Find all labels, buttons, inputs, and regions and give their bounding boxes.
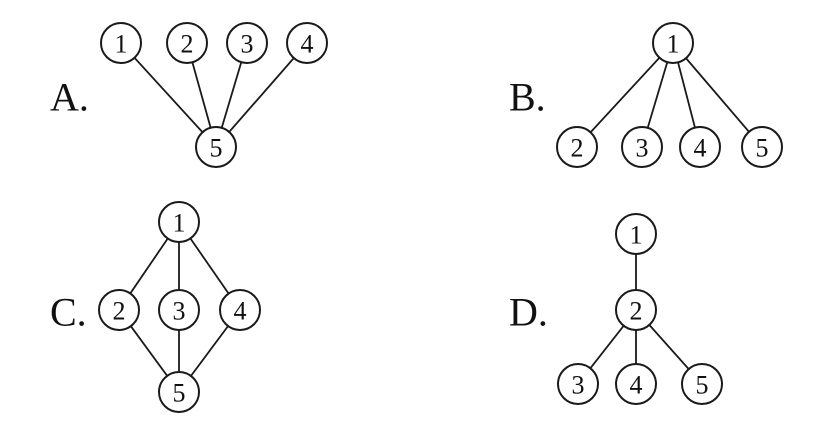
node-circle-d-3 [557, 363, 599, 405]
node-circle-d-4 [615, 363, 657, 405]
node-d-4: 4 [615, 363, 657, 405]
node-label-b-4: 4 [694, 134, 707, 163]
node-circle-b-4 [679, 126, 721, 168]
node-circle-a-1 [100, 22, 142, 64]
node-circle-b-2 [556, 126, 598, 168]
node-d-5: 5 [681, 363, 723, 405]
node-label-b-5: 5 [756, 134, 769, 163]
node-circle-c-2 [98, 289, 140, 331]
node-c-1: 1 [158, 201, 200, 243]
edge-b-1-5 [672, 42, 763, 148]
edge-a-1-5 [120, 42, 217, 148]
node-label-a-1: 1 [115, 30, 128, 59]
node-circle-d-1 [615, 213, 657, 255]
node-label-c-2: 2 [113, 297, 126, 326]
node-circle-b-1 [652, 22, 694, 64]
node-circle-c-3 [158, 289, 200, 331]
node-label-a-3: 3 [241, 30, 254, 59]
node-d-1: 1 [615, 213, 657, 255]
node-b-4: 4 [679, 126, 721, 168]
edge-a-4-5 [215, 42, 308, 148]
node-c-2: 2 [98, 289, 140, 331]
node-label-d-5: 5 [696, 371, 709, 400]
option-label-d: D. [509, 290, 548, 335]
node-circle-d-2 [615, 289, 657, 331]
node-circle-a-3 [226, 22, 268, 64]
node-label-d-2: 2 [630, 297, 643, 326]
node-b-3: 3 [621, 126, 663, 168]
node-a-2: 2 [166, 22, 208, 64]
node-circle-a-4 [286, 22, 328, 64]
node-circle-d-5 [681, 363, 723, 405]
node-label-c-5: 5 [173, 379, 186, 408]
node-label-a-4: 4 [301, 30, 314, 59]
node-circle-c-5 [158, 371, 200, 413]
node-label-b-2: 2 [571, 134, 584, 163]
node-a-4: 4 [286, 22, 328, 64]
node-c-3: 3 [158, 289, 200, 331]
node-c-4: 4 [219, 289, 261, 331]
node-circle-b-5 [741, 126, 783, 168]
node-label-b-3: 3 [636, 134, 649, 163]
node-c-5: 5 [158, 371, 200, 413]
option-label-a: A. [50, 75, 89, 120]
option-label-b: B. [509, 75, 546, 120]
node-d-2: 2 [615, 289, 657, 331]
node-circle-a-2 [166, 22, 208, 64]
node-a-3: 3 [226, 22, 268, 64]
node-label-c-3: 3 [173, 297, 186, 326]
node-label-b-1: 1 [667, 30, 680, 59]
node-label-c-1: 1 [173, 209, 186, 238]
node-b-2: 2 [556, 126, 598, 168]
node-label-d-1: 1 [630, 221, 643, 250]
node-a-1: 1 [100, 22, 142, 64]
node-circle-c-4 [219, 289, 261, 331]
node-a-5: 5 [195, 126, 237, 168]
node-circle-b-3 [621, 126, 663, 168]
node-b-5: 5 [741, 126, 783, 168]
node-circle-a-5 [195, 126, 237, 168]
node-label-d-4: 4 [630, 371, 643, 400]
node-label-a-2: 2 [181, 30, 194, 59]
node-b-1: 1 [652, 22, 694, 64]
edge-b-1-2 [576, 42, 674, 148]
node-label-a-5: 5 [210, 134, 223, 163]
node-label-c-4: 4 [234, 297, 247, 326]
node-circle-c-1 [158, 201, 200, 243]
node-label-d-3: 3 [572, 371, 585, 400]
option-label-c: C. [50, 290, 87, 335]
node-d-3: 3 [557, 363, 599, 405]
